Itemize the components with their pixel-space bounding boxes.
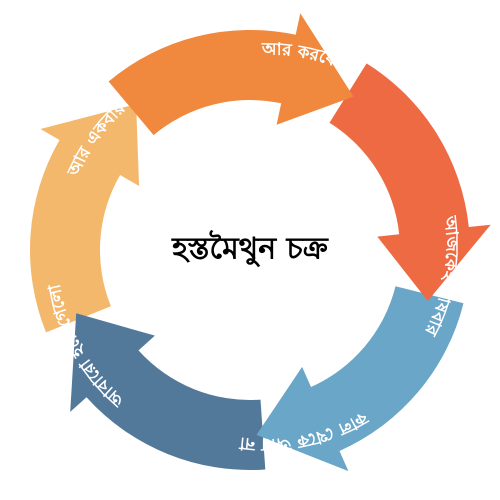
diagram-title: হস্তমৈথুন চক্র xyxy=(171,230,329,268)
cycle-arrow-3 xyxy=(256,286,464,472)
cycle-arrow-2 xyxy=(329,63,491,302)
cycle-arrow-1 xyxy=(108,13,354,136)
cycle-arrow-4 xyxy=(70,313,266,471)
cycle-arrow-5 xyxy=(30,104,140,333)
